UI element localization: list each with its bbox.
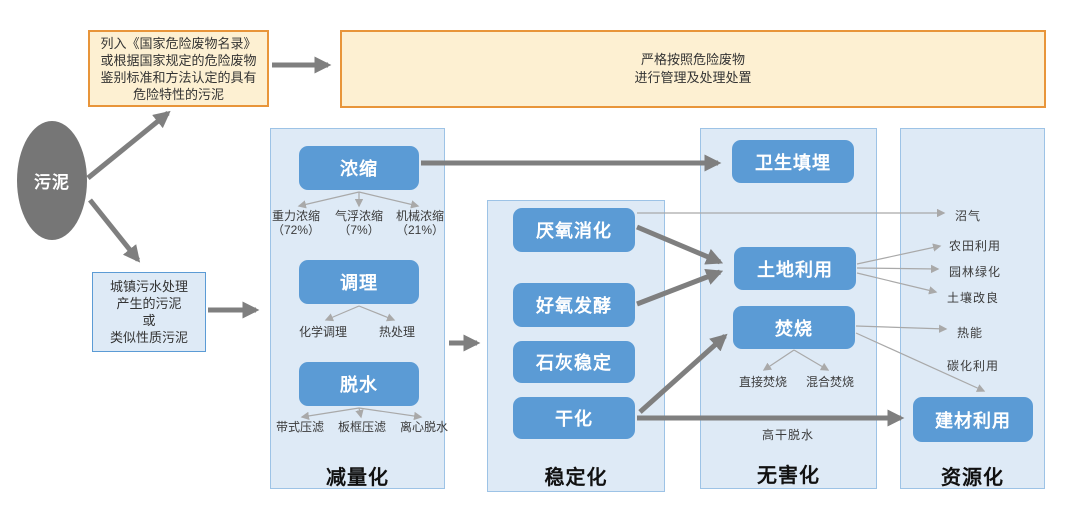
sub-name: 气浮浓缩 (334, 209, 383, 223)
sub-heat-treatment: 热处理 (378, 325, 415, 339)
resource-item-heat-energy: 热能 (957, 326, 984, 340)
arrow-sludge-to-hazardous (86, 110, 171, 180)
sub-centrifugal-dewatering: 离心脱水 (399, 420, 448, 434)
hazardous-disposal-line: 严格按照危险废物 (640, 52, 745, 67)
hazardous-sludge-box: 列入《国家危险废物名录》 或根据国家规定的危险废物 鉴别标准和方法认定的具有 危… (88, 30, 269, 107)
hazardous-sludge-line: 列入《国家危险废物名录》 (100, 35, 257, 51)
resource-item-soil-improvement: 土壤改良 (947, 291, 1000, 305)
hazardous-sludge-line: 危险特性的污泥 (132, 86, 224, 102)
label-high-dry-dewatering: 高干脱水 (762, 428, 815, 442)
sub-pct: （72%） (271, 223, 321, 237)
node-dewatering: 脱水 (299, 362, 419, 406)
hazardous-disposal-line: 进行管理及处理处置 (634, 70, 752, 85)
sub-direct-incineration: 直接焚烧 (738, 375, 787, 389)
footer-resource: 资源化 (941, 467, 1004, 489)
node-lime-stabilization: 石灰稳定 (513, 341, 635, 383)
hazardous-sludge-line: 或根据国家规定的危险废物 (100, 52, 257, 68)
node-drying: 干化 (513, 397, 635, 439)
footer-reduction: 减量化 (326, 467, 389, 489)
sub-flotation-thickening: 气浮浓缩 （7%） (327, 209, 391, 237)
sub-gravity-thickening: 重力浓缩 （72%） (264, 209, 328, 237)
node-aerobic-fermentation: 好氧发酵 (513, 283, 635, 327)
node-incineration: 焚烧 (733, 306, 855, 349)
node-building-materials-use: 建材利用 (913, 397, 1033, 442)
sub-chemical-conditioning: 化学调理 (298, 325, 347, 339)
hazardous-sludge-line: 鉴别标准和方法认定的具有 (100, 69, 257, 85)
node-anaerobic-digestion: 厌氧消化 (513, 208, 635, 252)
sub-mechanical-thickening: 机械浓缩 （21%） (388, 209, 452, 237)
node-land-use: 土地利用 (734, 247, 856, 290)
sub-plate-frame-press: 板框压滤 (337, 420, 386, 434)
sub-name: 机械浓缩 (395, 209, 444, 223)
resource-item-farmland-use: 农田利用 (949, 239, 1002, 253)
node-conditioning: 调理 (299, 260, 419, 304)
sub-name: 重力浓缩 (271, 209, 320, 223)
resource-item-biogas: 沼气 (955, 209, 982, 223)
arrow-sludge-to-municipal (88, 198, 141, 263)
sub-mixed-incineration: 混合焚烧 (805, 375, 854, 389)
sub-belt-filter-press: 带式压滤 (275, 420, 324, 434)
footer-stabilization: 稳定化 (544, 467, 608, 489)
municipal-sludge-line: 城镇污水处理 (109, 279, 188, 294)
resource-item-landscaping: 园林绿化 (949, 265, 1002, 279)
sub-pct: （21%） (395, 223, 445, 237)
source-sludge-ellipse: 污泥 (17, 121, 87, 240)
municipal-sludge-line: 产生的污泥 (116, 296, 182, 311)
municipal-sludge-line: 或 (142, 313, 156, 328)
node-thickening: 浓缩 (299, 146, 419, 190)
resource-item-carbonization-use: 碳化利用 (947, 359, 1000, 373)
hazardous-disposal-box: 严格按照危险废物 进行管理及处理处置 (340, 30, 1046, 108)
footer-harmless: 无害化 (757, 465, 820, 487)
municipal-sludge-box: 城镇污水处理 产生的污泥 或 类似性质污泥 (92, 272, 206, 352)
source-sludge-label: 污泥 (34, 173, 70, 192)
municipal-sludge-line: 类似性质污泥 (109, 330, 188, 345)
node-sanitary-landfill: 卫生填埋 (732, 140, 854, 183)
sub-pct: （7%） (338, 223, 380, 237)
